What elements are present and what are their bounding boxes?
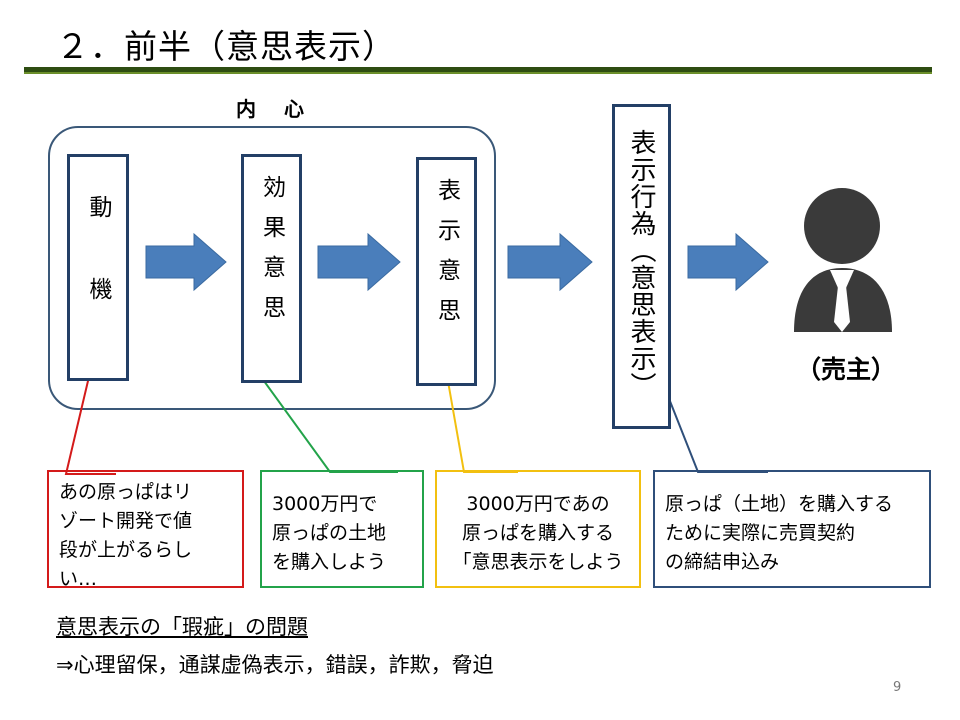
inner-mind-frame [48,126,496,410]
page-number: 9 [893,680,902,695]
effect-intent-label: 効果意思 [258,175,285,335]
motive-pointer [64,363,116,475]
arrow-1-icon [145,232,227,292]
inner-mind-label: 内心 [236,97,332,121]
effect-intent-note: 3000万円で 原っぱの土地 を購入しよう [260,470,424,588]
title-divider [24,67,932,74]
defect-issue-list: ⇒心理留保，通謀虚偽表示，錯誤，詐欺，脅迫 [56,653,494,677]
expression-intent-pointer [445,369,518,473]
motive-note: あの原っぱはリ ゾート開発で値 段が上がるらし い… [47,470,244,590]
expression-act-box: 表示行為（意思表示） [612,104,671,429]
arrow-4-icon [687,232,769,292]
defect-issue-heading: 意思表示の「瑕疵」の問題 [56,615,308,639]
arrow-3-icon [507,232,593,292]
expression-intent-box: 表示意思 [416,157,477,386]
expression-act-pointer [663,385,768,473]
slide-title: ２．前半（意思表示） [56,27,396,66]
effect-intent-box: 効果意思 [241,154,302,383]
seller-person-icon [794,188,892,332]
expression-intent-note: 3000万円であの 原っぱを購入する 「意思表示をしよう [435,470,641,588]
seller-label: （売主） [796,355,897,384]
expression-act-label: 表示行為（意思表示） [626,129,656,399]
motive-box: 動 機 [67,154,129,381]
expression-act-note: 原っぱ（土地）を購入する ために実際に売買契約 の締結申込み [653,470,931,588]
motive-label: 動 機 [85,195,111,318]
effect-intent-pointer [255,369,398,473]
expression-intent-label: 表示意思 [433,178,460,338]
arrow-2-icon [317,232,401,292]
